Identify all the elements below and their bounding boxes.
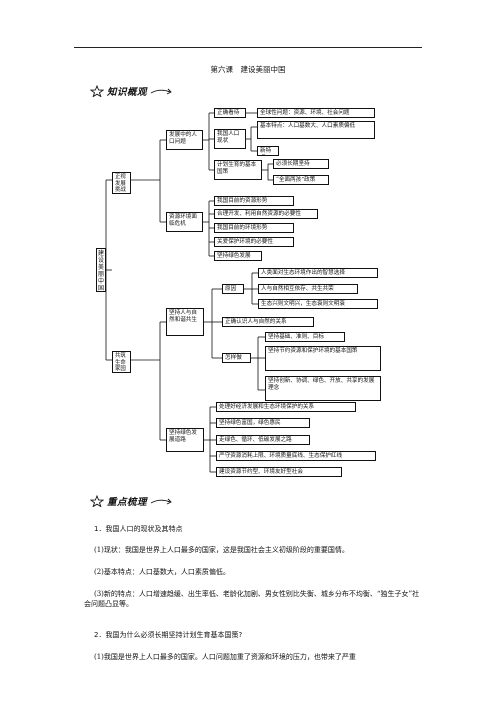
section-label: 知识概观 [107,87,148,98]
node-reason-2: 人与自然相互依存、共生共荣 [258,284,358,294]
node-challenge: 正视发展挑战 [112,172,131,194]
node-res-1: 我国目前的资源形势 [214,196,294,206]
node-how-3: 坚持创新、协调、绿色、开放、共享的发展理念 [265,376,381,401]
node-resource-crisis: 资源环境面临危机 [166,212,203,232]
node-family-planning: 计划生育的基本国策 [214,160,262,180]
node-new-features: 新特点 [257,146,279,156]
node-how-2: 坚持节约资源和保护环境的基本国策 [265,346,381,371]
node-reason-1: 人类面对生态环境作出的智慧选择 [258,268,378,278]
node-how-1: 坚持基础、准则、目标 [265,332,345,342]
node-green-1: 处理好经济发展和生态环境保护的关系 [216,402,356,412]
page-title: 第六课 建设美丽中国 [210,65,286,74]
node-reason-3: 生态兴则文明兴，生态衰则文明衰 [258,299,378,309]
node-how: 怎样做 [222,353,251,363]
question-1: 1．我国人口的现状及其特点 [94,525,183,533]
paragraph-3: (3)新的特点：人口增速趋缓、出生率低、老龄化加剧、男女性别比失衡、城乡分布不均… [84,590,420,608]
node-green-3: 走绿色、循环、低碳发展之路 [216,435,310,445]
question-2: 2．我国为什么必须长期坚持计划生育基本国策? [94,631,243,639]
node-understand: 正确认识人与自然的关系 [222,317,314,327]
section-knowledge-overview: 知识概观 [90,84,174,98]
paragraph-2: (2)基本特点：人口基数大，人口素质偏低。 [94,568,230,576]
swoosh-icon [150,498,172,505]
node-reason: 原因 [222,284,244,294]
node-res-2: 合理开发、利用自然资源的必要性 [214,209,318,219]
swoosh-icon [150,88,172,95]
node-basic-features: 基本特点：人口基数大、人口素质偏低 [257,121,375,139]
node-res-5: 坚持绿色发展 [214,251,262,261]
node-res-4: 关爱保护环境的必要性 [214,237,294,247]
node-long-term: 必须长期坚持 [273,159,329,169]
section-key-points: 重点梳理 [90,494,174,508]
node-global-issue: 全球性问题：资源、环境、社会问题 [257,108,375,118]
node-harmony: 坚持人与自然和谐共生 [166,308,204,336]
star-icon [90,495,104,507]
node-population: 发展中的人口问题 [166,130,203,150]
section-label: 重点梳理 [107,497,148,508]
paragraph-4: (1)我国是世界上人口最多的国家。人口问题加重了资源和环境的压力，也带来了严重 [94,653,356,661]
star-icon [90,85,104,97]
node-res-3: 我国目前的环境形势 [214,223,294,233]
node-two-child: “全面两孩”政策 [273,175,329,185]
node-green-path: 坚持绿色发展道路 [166,428,204,452]
node-current-status: 我国人口现状 [214,129,246,149]
node-green-2: 坚持绿色富国，绿色惠民 [216,418,310,428]
mindmap-root: 建设美丽中国 [96,248,106,292]
paragraph-1: (1)现状：我国是世界上人口最多的国家，这是我国社会主义初级阶段的重要国情。 [94,546,349,554]
node-community: 共筑生命家园 [112,351,131,373]
node-green-4: 严守资源消耗上限、环境质量底线、生态保护红线 [216,451,376,461]
node-green-5: 建设资源节约型、环境友好型社会 [216,467,342,477]
node-correct-view: 正确看待 [214,108,246,118]
header-rule [74,47,422,48]
